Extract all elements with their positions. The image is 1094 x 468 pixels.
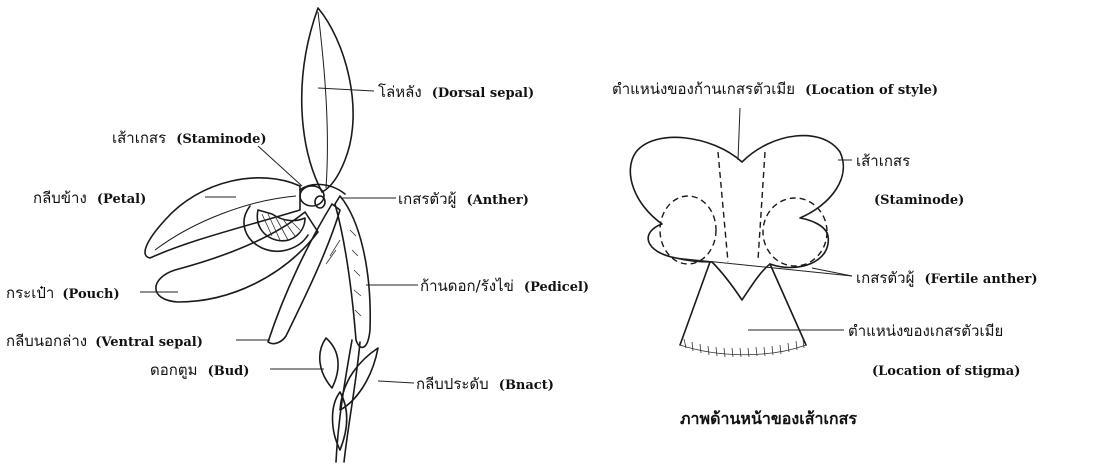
label-pouch: กระเป๋า (Pouch) — [6, 283, 120, 302]
label-bract: กลีบประดับ (Bnact) — [416, 374, 554, 393]
label-petal: กลีบข้าง (Petal) — [33, 188, 146, 207]
label-ventral-sepal: กลีบนอกล่าง (Ventral sepal) — [6, 331, 203, 350]
label-dorsal-sepal: โล่หลัง (Dorsal sepal) — [378, 82, 534, 101]
petal-shape — [145, 178, 300, 258]
pedicel-shape — [335, 196, 370, 347]
label-location-of-style: ตำแหน่งของก้านเกสรตัวเมีย (Location of s… — [612, 79, 938, 98]
label-location-of-stigma-en: (Location of stigma) — [872, 364, 1020, 379]
label-staminode: เส้าเกสร (Staminode) — [112, 128, 267, 147]
label-anther: เกสรตัวผู้ (Anther) — [398, 189, 529, 208]
label-location-of-stigma-th: ตำแหน่งของเกสรตัวเมีย — [848, 322, 1003, 340]
style-dashed-line — [718, 152, 728, 262]
fertile-anther-left-circle — [660, 196, 716, 264]
staminode-front-shape — [630, 136, 843, 300]
label-staminode-th: เส้าเกสร — [856, 152, 910, 170]
stem-shape — [336, 340, 360, 462]
label-staminode-en: (Staminode) — [874, 193, 964, 208]
label-fertile-anther: เกสรตัวผู้ (Fertile anther) — [856, 268, 1038, 287]
bud-shape — [320, 338, 338, 388]
staminode-front-view: ตำแหน่งของก้านเกสรตัวเมีย (Location of s… — [612, 79, 1038, 428]
staminode-shape — [257, 210, 305, 241]
pouch-shape — [156, 212, 318, 302]
stigma-shape — [680, 262, 806, 345]
label-bud: ดอกตูม (Bud) — [150, 360, 249, 379]
orchid-side-view: โล่หลัง (Dorsal sepal) เส้าเกสร (Stamino… — [6, 8, 589, 462]
fertile-anther-right-circle — [763, 198, 827, 266]
caption-front-view: ภาพด้านหน้าของเส้าเกสร — [680, 409, 857, 428]
label-pedicel: ก้านดอก/รังไข่ (Pedicel) — [420, 276, 589, 295]
